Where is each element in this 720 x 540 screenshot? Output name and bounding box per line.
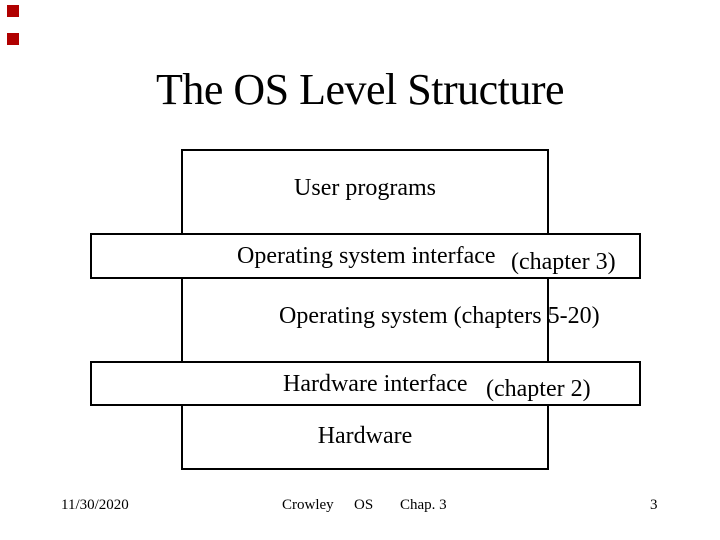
layer-label-hardware-interface-chapter: (chapter 2) xyxy=(486,376,591,402)
footer-author: Crowley xyxy=(282,497,334,513)
footer-course: OS xyxy=(354,497,374,513)
os-interface-wide-box xyxy=(90,233,641,279)
layer-label-hardware: Hardware xyxy=(317,423,413,449)
hardware-interface-wide-box xyxy=(90,361,641,406)
layer-label-os-interface: Operating system interface xyxy=(237,243,496,269)
os-levels-tall-box xyxy=(181,149,549,470)
red-square-marker-icon xyxy=(7,33,19,45)
layer-label-os-interface-chapter: (chapter 3) xyxy=(511,249,616,275)
footer-chapter: Chap. 3 xyxy=(400,497,447,513)
slide-title: The OS Level Structure xyxy=(155,65,565,114)
layer-label-hardware-interface: Hardware interface xyxy=(283,371,468,397)
layer-label-user-programs: User programs xyxy=(294,175,436,201)
footer-page-number: 3 xyxy=(650,497,658,513)
footer-date: 11/30/2020 xyxy=(61,497,129,513)
red-square-marker-icon xyxy=(7,5,19,17)
layer-label-operating-system: Operating system (chapters 5-20) xyxy=(279,303,600,329)
